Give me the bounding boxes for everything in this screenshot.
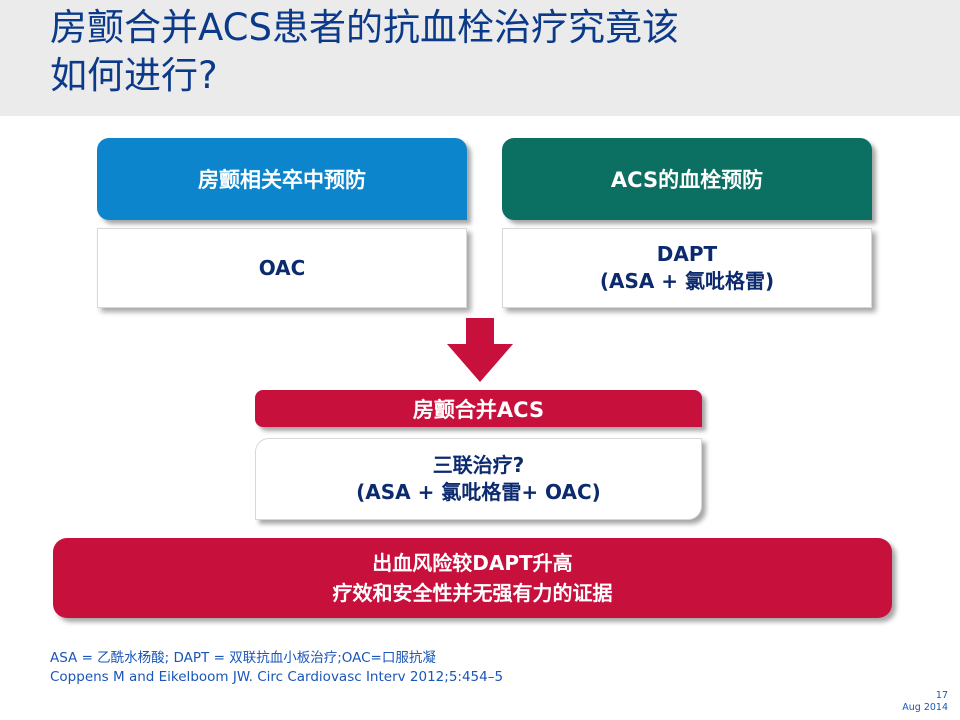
reference-citation: Coppens M and Eikelboom JW. Circ Cardiov… bbox=[50, 669, 504, 685]
triple-therapy-label: 三联治疗? bbox=[432, 453, 525, 477]
dapt-box: DAPT (ASA + 氯吡格雷) bbox=[502, 228, 872, 308]
acs-thrombosis-header: ACS的血栓预防 bbox=[502, 138, 872, 220]
conclusion-line1: 出血风险较DAPT升高 bbox=[372, 551, 573, 575]
triple-therapy-box: 三联治疗? (ASA + 氯吡格雷+ OAC) bbox=[255, 438, 702, 520]
title-band: 房颤合并ACS患者的抗血栓治疗究竟该 如何进行? bbox=[0, 0, 960, 116]
page-number: 17 bbox=[935, 690, 948, 701]
dapt-label: DAPT bbox=[656, 242, 718, 266]
oac-label: OAC bbox=[258, 255, 306, 280]
dapt-detail: (ASA + 氯吡格雷) bbox=[599, 269, 775, 293]
abbreviation-note: ASA = 乙酰水杨酸; DAPT = 双联抗血小板治疗;OAC=口服抗凝 bbox=[50, 650, 436, 666]
page-date: Aug 2014 bbox=[902, 702, 948, 713]
down-arrow-icon bbox=[447, 318, 513, 382]
footnotes: ASA = 乙酰水杨酸; DAPT = 双联抗血小板治疗;OAC=口服抗凝 Co… bbox=[50, 649, 503, 687]
triple-therapy-detail: (ASA + 氯吡格雷+ OAC) bbox=[356, 480, 601, 504]
slide-title-line2: 如何进行? bbox=[50, 54, 218, 97]
conclusion-box: 出血风险较DAPT升高 疗效和安全性并无强有力的证据 bbox=[53, 538, 892, 618]
acs-thrombosis-header-label: ACS的血栓预防 bbox=[610, 168, 764, 192]
slide-title: 房颤合并ACS患者的抗血栓治疗究竟该 如何进行? bbox=[50, 4, 930, 100]
conclusion-line2: 疗效和安全性并无强有力的证据 bbox=[332, 581, 613, 605]
oac-box: OAC bbox=[97, 228, 467, 308]
stroke-prevention-header: 房颤相关卒中预防 bbox=[97, 138, 467, 220]
slide-title-line1: 房颤合并ACS患者的抗血栓治疗究竟该 bbox=[50, 6, 679, 49]
af-acs-header: 房颤合并ACS bbox=[255, 390, 702, 427]
page-info: 17 Aug 2014 bbox=[888, 690, 948, 714]
af-acs-header-label: 房颤合并ACS bbox=[412, 397, 545, 422]
stroke-prevention-header-label: 房颤相关卒中预防 bbox=[198, 168, 366, 192]
